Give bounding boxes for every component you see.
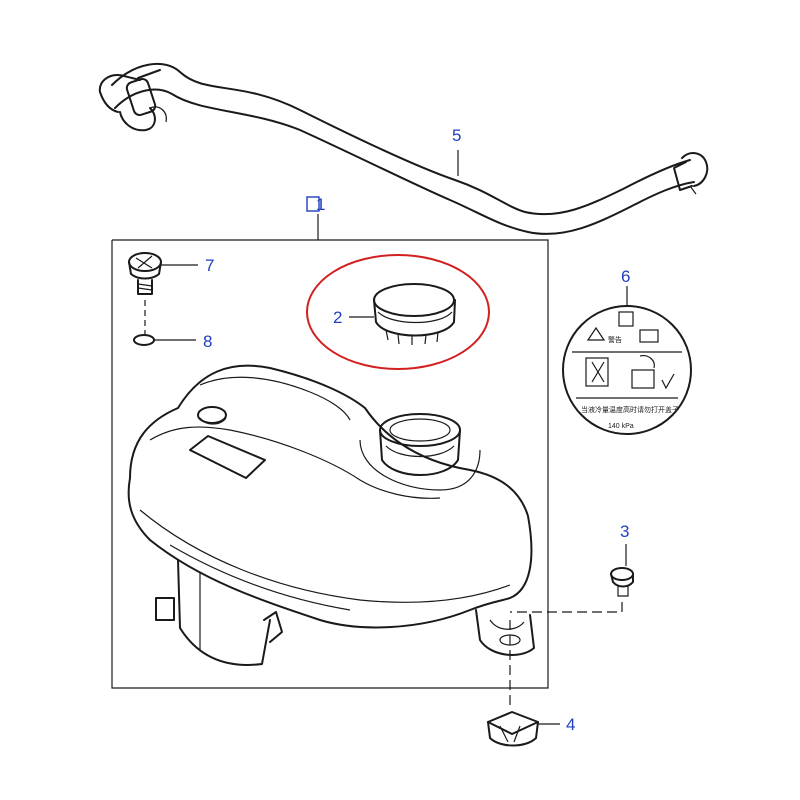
assembly-bracket-part-1 [111,214,549,689]
callout-1-box[interactable]: 1 [306,195,325,214]
clip-nut-part-4[interactable] [487,620,560,747]
callout-2[interactable]: 2 [333,308,342,327]
callout-7[interactable]: 7 [205,256,214,275]
warning-chinese-text: 当液冷量温度高时请勿打开盖子 [581,405,679,414]
callout-1[interactable]: 1 [316,195,325,214]
callout-3[interactable]: 3 [620,522,629,541]
bleed-screw-part-7[interactable] [128,252,198,295]
expansion-tank[interactable] [127,364,535,666]
o-ring-part-8[interactable] [133,300,196,346]
callout-8[interactable]: 8 [203,332,212,351]
callout-5[interactable]: 5 [452,126,461,145]
warning-heading: 警告 [608,335,622,344]
filler-cap-part-2[interactable] [306,254,490,370]
callout-4[interactable]: 4 [566,715,575,734]
callout-6[interactable]: 6 [621,267,630,286]
hose-part-5[interactable] [98,62,709,235]
warning-label-part-6[interactable]: 警告 当液冷量温度高时请勿打开盖子 140 kPa [562,286,692,435]
bolt-part-3[interactable] [510,544,634,613]
warning-pressure: 140 kPa [608,423,634,430]
